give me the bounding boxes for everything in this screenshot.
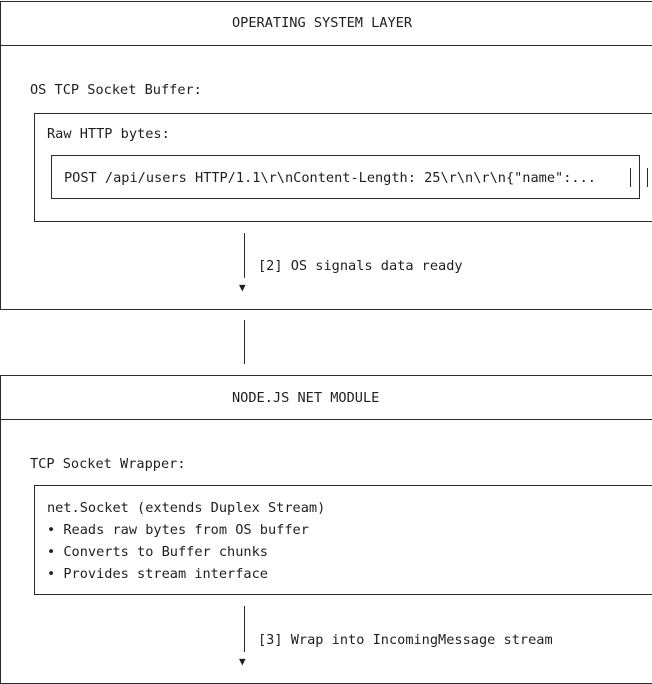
- raw-content-box-bottom: [51, 198, 639, 199]
- socket-box-bottom-border: [34, 594, 652, 595]
- raw-bytes-label: Raw HTTP bytes:: [47, 126, 170, 142]
- socket-box-left-border: [34, 485, 35, 595]
- socket-bullet: • Converts to Buffer chunks: [47, 544, 268, 560]
- net-wrap-arrow-line: [244, 606, 245, 652]
- os-layer-title: OPERATING SYSTEM LAYER: [232, 15, 413, 31]
- os-box-bottom-border: [0, 309, 652, 310]
- net-title-divider: [0, 419, 652, 420]
- os-box-top-border: [0, 1, 652, 2]
- net-box-top-border: [0, 375, 652, 376]
- socket-bullet: • Reads raw bytes from OS buffer: [47, 522, 309, 538]
- os-signal-text: [2] OS signals data ready: [258, 258, 463, 274]
- os-signal-arrow-line: [244, 233, 245, 278]
- raw-box-top-border: [34, 113, 652, 114]
- os-signal-arrow-head-icon: ▼: [239, 281, 246, 294]
- net-wrap-text: [3] Wrap into IncomingMessage stream: [258, 632, 553, 648]
- socket-title: net.Socket (extends Duplex Stream): [47, 500, 326, 516]
- os-title-divider: [0, 45, 652, 46]
- net-module-title: NODE.JS NET MODULE: [232, 390, 380, 406]
- raw-content-gutter-line: [630, 168, 631, 187]
- os-buffer-label: OS TCP Socket Buffer:: [30, 82, 202, 98]
- socket-bullet: • Provides stream interface: [47, 566, 268, 582]
- net-wrap-arrow-head-icon: ▼: [239, 655, 246, 668]
- layer-connector-line: [244, 320, 245, 364]
- raw-content-box-left: [51, 155, 52, 199]
- socket-box-top-border: [34, 485, 652, 486]
- net-wrapper-label: TCP Socket Wrapper:: [30, 456, 186, 472]
- raw-box-bottom-border: [34, 221, 652, 222]
- raw-content-box-right: [639, 155, 640, 199]
- raw-content-gutter-line-2: [647, 168, 648, 187]
- raw-http-content: POST /api/users HTTP/1.1\r\nContent-Leng…: [64, 170, 596, 186]
- os-box-left-border: [0, 1, 1, 310]
- raw-content-box-top: [51, 155, 639, 156]
- net-box-left-border: [0, 375, 1, 684]
- raw-box-left-border: [34, 113, 35, 222]
